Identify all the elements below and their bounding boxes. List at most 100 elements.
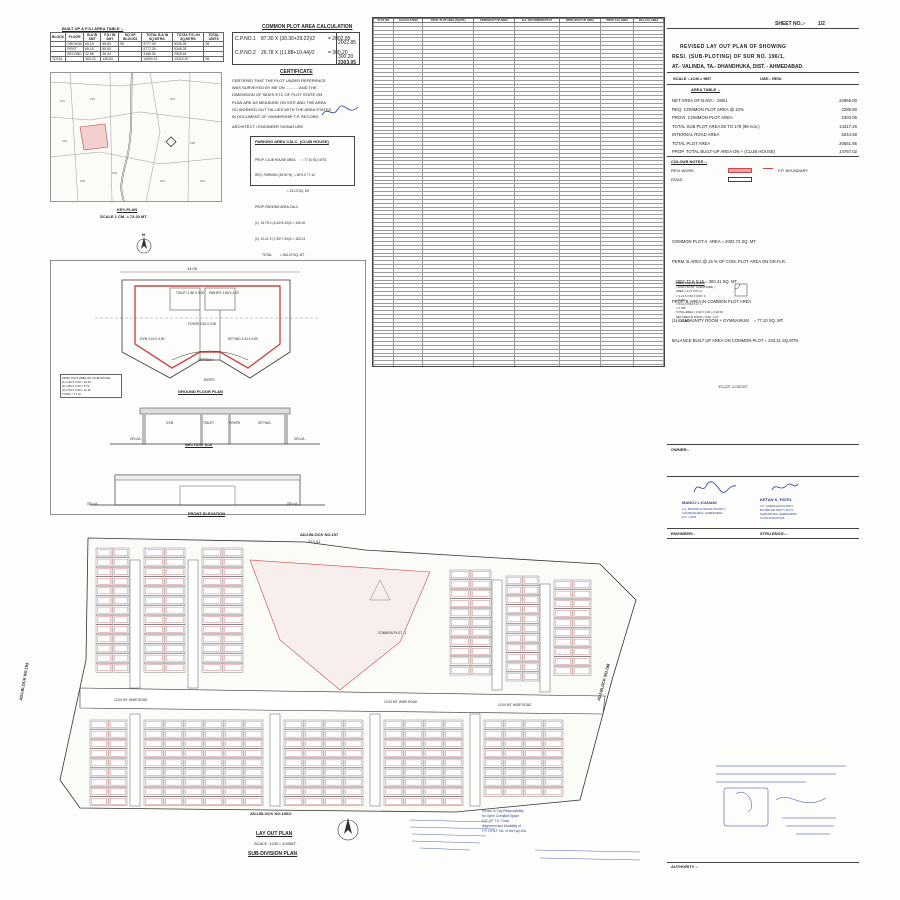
sub-plot [222, 567, 244, 577]
sub-plot [403, 739, 424, 749]
sub-plot [423, 777, 444, 787]
sub-plot-building [225, 778, 242, 786]
club-area-row: TOTAL = 77.10 [62, 392, 81, 396]
main-road-label-mid: 12.00 MT. WIDE ROAD [384, 700, 418, 704]
sub-plot-building [166, 568, 184, 575]
sub-plot-building [285, 798, 302, 805]
sub-plot-building [285, 730, 302, 738]
club-house-drawings [50, 260, 366, 515]
sub-plot-building [166, 549, 184, 556]
cp2-eq: = 300.20 [328, 50, 348, 56]
note-line: PERM. B.AREA @ 15 % OF COM. PLOT AREA ON… [672, 258, 787, 264]
sub-plot-building [145, 549, 163, 556]
architect-signature [321, 105, 359, 116]
sub-plot [572, 637, 592, 647]
sub-plot-building [325, 759, 342, 767]
sub-plot-building [91, 740, 107, 747]
sub-plot-building [505, 778, 522, 786]
sec-foyer: FOYER [229, 421, 240, 425]
sub-plot [222, 615, 244, 625]
sub-plot [522, 614, 540, 624]
sub-plot-building [555, 667, 571, 675]
sub-plot-building [574, 610, 590, 617]
title-divider [667, 72, 859, 73]
sub-plot [222, 643, 244, 654]
sub-plot-building [555, 581, 571, 588]
note-line: BALANCE BUILT UP AREA ON COMMON PLOT = 2… [672, 338, 800, 344]
sub-plot-building [485, 750, 502, 757]
builtup-cell [118, 56, 143, 62]
engineer-address-line: A-1, MURARTH NAGAR SOCIETY, [682, 507, 727, 511]
svg-text:193: 193 [62, 139, 67, 143]
sub-plot [108, 748, 128, 758]
sub-plot [522, 623, 540, 634]
title-divider [667, 84, 859, 85]
sub-plot-building [203, 645, 221, 652]
sub-plot-building [185, 778, 202, 786]
sub-plot [283, 777, 304, 787]
sub-plot-building [451, 638, 469, 645]
sub-plot [203, 729, 224, 739]
sub-plot [183, 777, 204, 787]
area-calc-line: AREA = 3.14 X R² /4 [676, 289, 702, 294]
sub-plot-building [485, 730, 502, 738]
sub-plot [201, 557, 223, 567]
sub-plot [163, 748, 184, 758]
sub-plot-building [110, 769, 126, 776]
plot-table-header: B.A. ON COMMON PLOT [514, 18, 560, 23]
sub-plot [523, 729, 544, 739]
sub-plot [470, 579, 492, 589]
sub-plot [543, 729, 564, 739]
sub-plot [164, 643, 186, 654]
parking-line: TOTAL = 264.29 SQ. MT. [255, 252, 305, 257]
sub-plot-building [114, 645, 128, 652]
sub-plot-building [545, 769, 562, 776]
key-plan-title: KEY-PLAN [117, 207, 138, 212]
cp2-formula: 26.78 X (11.88+10.44)/2 [261, 50, 315, 56]
sub-plot-building [203, 558, 221, 566]
sub-plot [443, 787, 464, 797]
sub-plot [143, 748, 164, 758]
sub-plot-building [97, 645, 111, 652]
sub-plot-building [345, 788, 362, 795]
sub-plot-building [245, 759, 262, 767]
area-calc-line: NET AREA IN ROAD = 9.00 - 1.07 [676, 314, 719, 319]
area-table-row: REQ. COMMON PLOT AREA @ 10%2286.50 [672, 106, 857, 115]
sub-plot-building [305, 788, 322, 795]
area-calc-line: = 0.196 [676, 297, 686, 302]
sub-plot [223, 777, 244, 787]
sub-plot-building [145, 568, 163, 575]
plot-table-cell [633, 364, 664, 366]
club-area-row: (3) 2.94 X 3.90 = 11.46 [62, 388, 91, 392]
layout-plan-subtitle: SUB-DIVISION PLAN [248, 851, 298, 857]
sub-plot [505, 604, 523, 614]
sub-plot [449, 665, 471, 676]
sub-plot [423, 758, 444, 768]
sub-plot [449, 617, 471, 628]
note-line: (1) COMMUNITY ROOM + GYMNASIUM = 77.10 S… [672, 318, 784, 324]
sub-plot-building [185, 721, 202, 728]
adj-block-bottom: ADJ.BLOCK NO.196/2 [250, 811, 292, 816]
sub-plot-building [472, 580, 490, 588]
sub-plot [483, 748, 504, 758]
club-area-table: PROP. PLOT AREA OF CLUB HOUSE (1) 3.43 X… [60, 374, 122, 398]
sub-plot [423, 739, 444, 749]
sub-plot [89, 767, 109, 778]
sub-plot [523, 748, 544, 758]
sub-plot-building [345, 769, 362, 776]
colour-swatch-revi [728, 168, 752, 173]
sub-plot-building [114, 578, 128, 585]
builtup-cell: 163.23 [83, 56, 102, 62]
sub-plot-building [91, 778, 107, 786]
parking-box: PARKING AREA CALC. (CLUB HOUSE) PROP. CL… [250, 136, 355, 257]
parking-line: REQ. PARKING (IN 30 %) = 30% X 77.10 [255, 173, 315, 178]
sub-plot [522, 585, 540, 595]
sub-plot-building [245, 778, 262, 786]
plot-table-header: PLOT NO. [373, 18, 395, 23]
sub-plot-building [145, 578, 163, 585]
sub-plot-building [405, 778, 422, 786]
sub-plot [303, 758, 324, 768]
sub-plot-building [505, 740, 522, 747]
certificate-title: CERTIFICATE [280, 69, 313, 75]
sub-plot-building [224, 578, 242, 585]
